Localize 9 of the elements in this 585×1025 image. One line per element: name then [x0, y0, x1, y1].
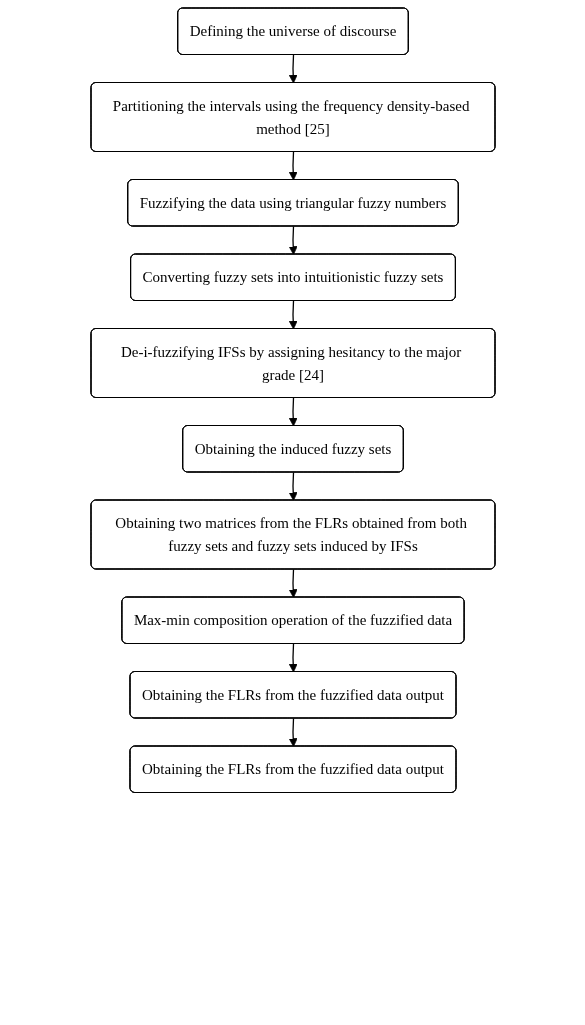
arrow: [288, 643, 298, 673]
arrow: [288, 717, 298, 747]
arrow: [288, 225, 298, 255]
arrow: [288, 151, 298, 181]
arrow: [288, 568, 298, 598]
arrow: [288, 471, 298, 501]
arrow: [288, 300, 298, 330]
arrow: [288, 397, 298, 427]
arrow: [288, 54, 298, 84]
